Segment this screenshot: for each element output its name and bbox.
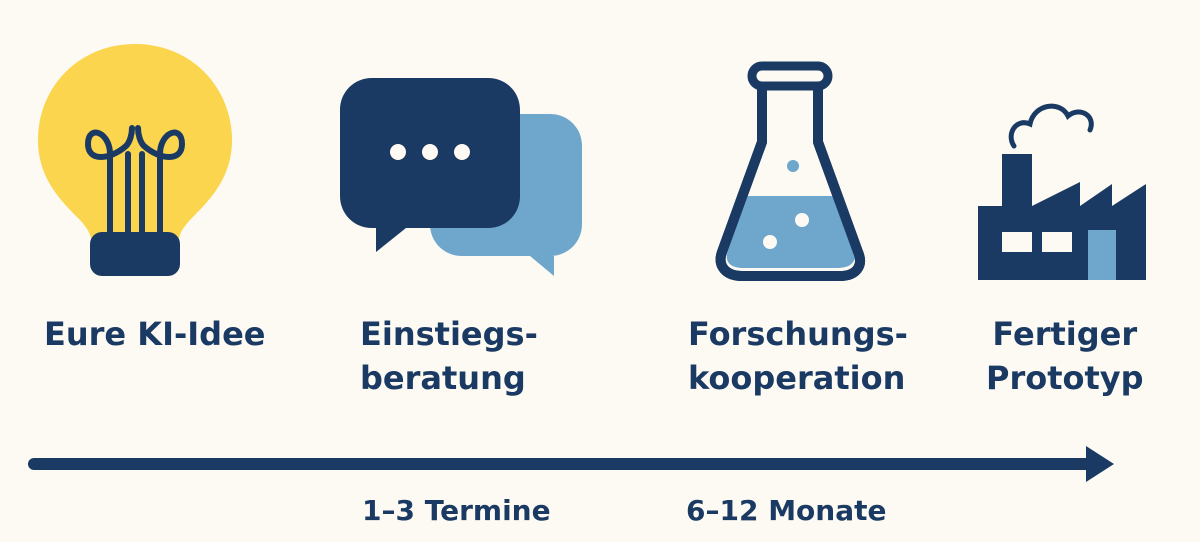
step-label-line: Fertiger [992,315,1138,353]
step-label-consultation: Einstiegs- beratung [360,312,538,400]
factory-icon [978,103,1146,280]
lightbulb-icon [38,44,232,276]
duration-consultation: 1–3 Termine [362,494,551,527]
step-label-line: beratung [360,359,526,397]
step-label-line: Einstiegs- [360,315,538,353]
duration-research: 6–12 Monate [686,494,887,527]
flask-icon [715,61,865,281]
step-label-line: Forschungs- [688,315,908,353]
step-label-line: kooperation [688,359,906,397]
chat-bubbles-icon [340,78,582,276]
step-label-line: Eure KI-Idee [44,315,266,353]
step-label-line: Prototyp [986,359,1144,397]
step-label-idea: Eure KI-Idee [44,312,265,356]
step-label-research: Forschungs- kooperation [688,312,908,400]
step-label-prototype: Fertiger Prototyp [986,312,1144,400]
